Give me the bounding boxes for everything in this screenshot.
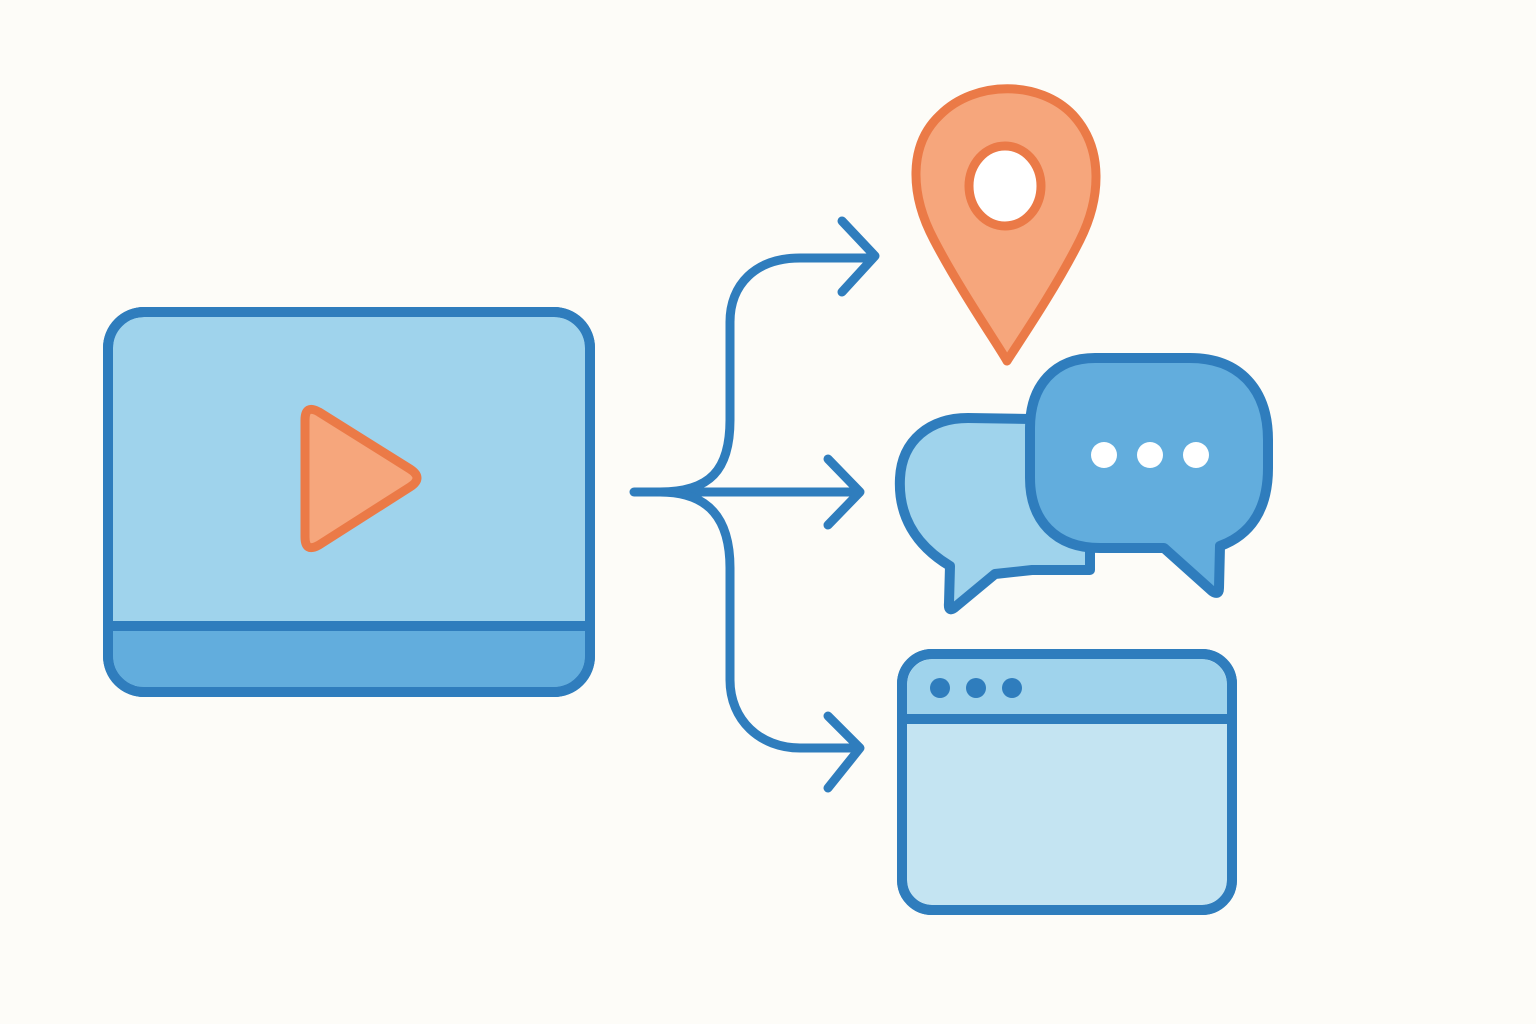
typing-dot-1 [1091, 442, 1117, 468]
arrow-to-location [837, 216, 880, 297]
video-player-frame-outline [103, 307, 595, 697]
video-player-control-bar [113, 626, 585, 687]
browser-dot-1 [930, 678, 950, 698]
chat-bubbles-icon [894, 353, 1273, 615]
video-player-icon [103, 307, 595, 697]
play-icon [300, 404, 422, 553]
connector-upper-branch [655, 253, 873, 497]
typing-dot-3 [1183, 442, 1209, 468]
branch-connectors [629, 253, 873, 753]
arrow-head-browser [823, 711, 865, 793]
browser-dot-3 [1002, 678, 1022, 698]
browser-window-icon [897, 649, 1237, 915]
chat-bubble-front [1025, 353, 1273, 598]
arrow-to-browser [823, 711, 865, 793]
browser-title-bar [907, 659, 1227, 719]
typing-dot-2 [1137, 442, 1163, 468]
arrow-to-chat [823, 454, 865, 530]
browser-window-outline [897, 649, 1237, 915]
browser-dot-2 [966, 678, 986, 698]
arrow-head-location [837, 216, 880, 297]
connector-lower-branch [655, 487, 860, 753]
arrow-head-chat [823, 454, 865, 530]
location-pin-hole [964, 141, 1046, 231]
location-pin-icon [911, 84, 1101, 366]
